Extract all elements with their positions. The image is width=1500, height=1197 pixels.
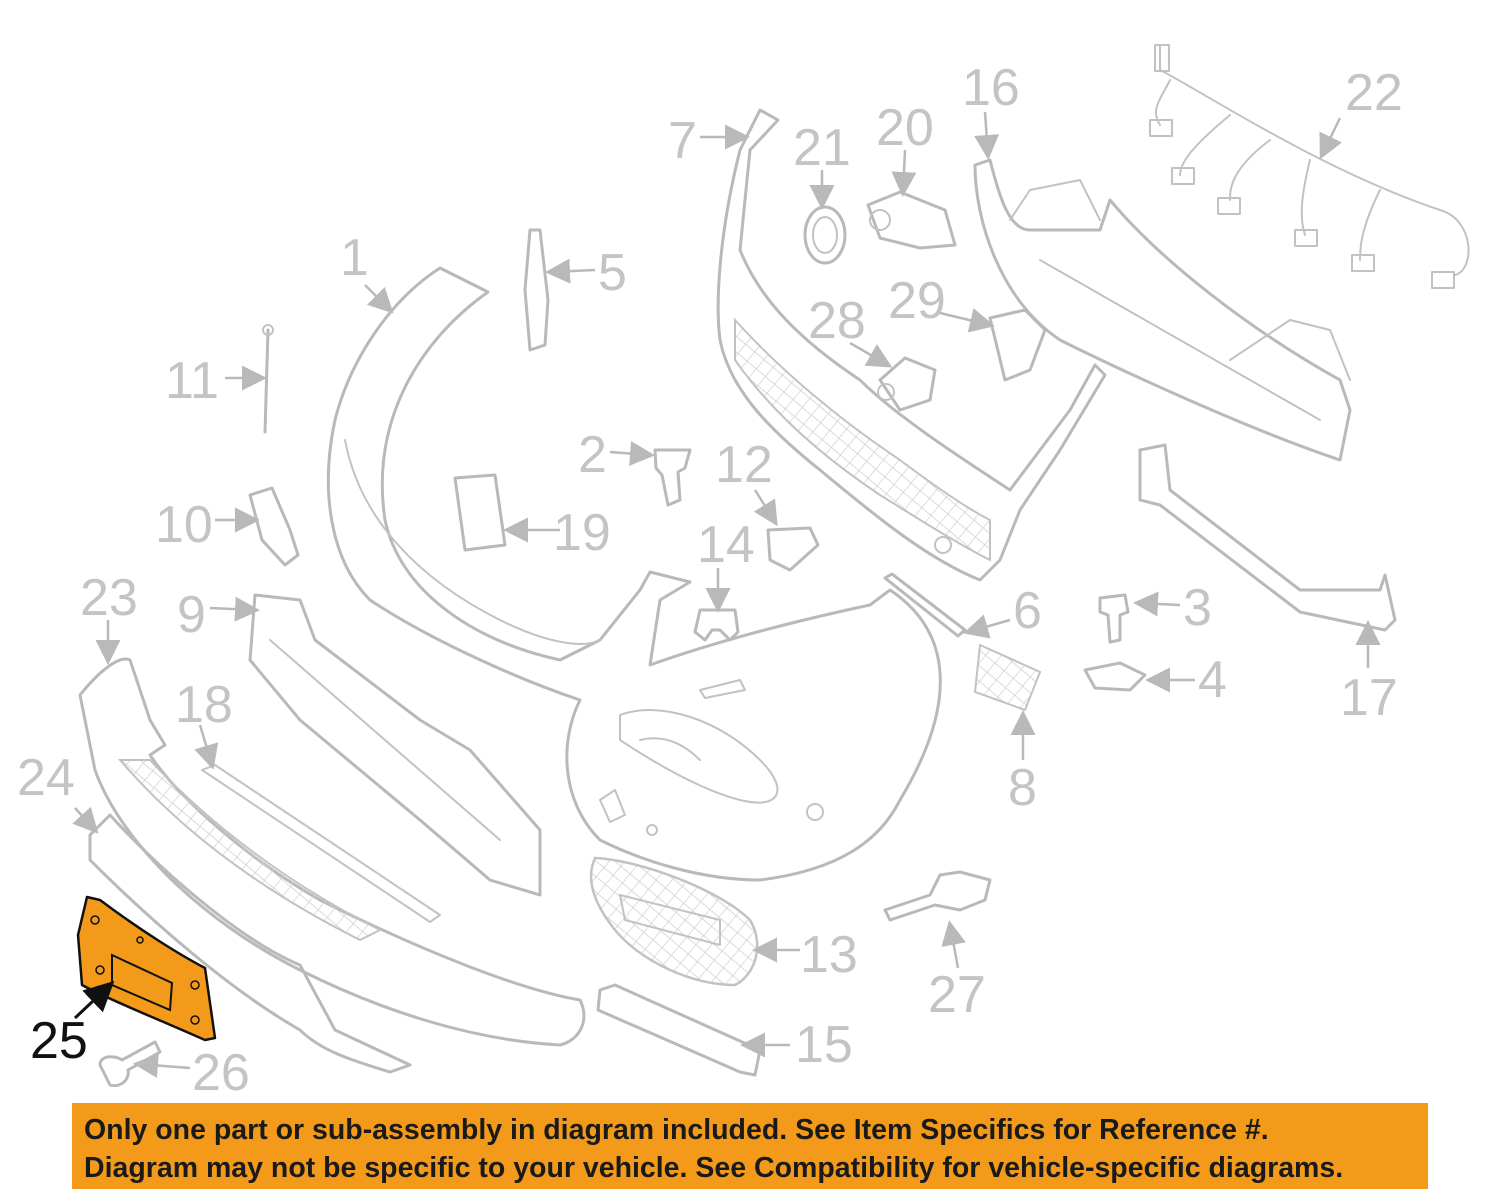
part-21-grommet (803, 205, 847, 265)
part-14-clip (693, 608, 740, 642)
callout-14: 14 (697, 516, 755, 574)
callout-4: 4 (1198, 651, 1227, 709)
part-23-lower-cover (78, 657, 586, 1047)
parts-diagram: 1 2 3 4 5 6 7 8 9 10 11 12 13 14 15 16 1… (17, 44, 1470, 1100)
part-26-bolt (98, 1040, 162, 1088)
part-9-absorber (248, 593, 542, 897)
part-17-support-bracket (1138, 443, 1397, 632)
part-16-impact-bar (973, 158, 1352, 462)
part-2-clip (653, 448, 692, 507)
callout-18: 18 (175, 676, 233, 734)
callout-16: 16 (962, 59, 1020, 117)
callout-24: 24 (17, 749, 75, 807)
part-11-rod (262, 324, 274, 434)
leader-lines (72, 111, 1381, 1078)
callout-17: 17 (1340, 669, 1398, 727)
callout-2: 2 (578, 426, 607, 484)
callout-3: 3 (1183, 579, 1212, 637)
part-12-cap (766, 526, 820, 572)
part-1-bumper-cover (326, 266, 942, 882)
part-3-bolt (1098, 593, 1130, 644)
callout-25: 25 (30, 1012, 88, 1070)
part-8-grille-insert (973, 643, 1042, 712)
callout-6: 6 (1013, 582, 1042, 640)
callout-23: 23 (80, 569, 138, 627)
part-5-bracket (523, 228, 550, 352)
callout-labels: 1 2 3 4 5 6 7 8 9 10 11 12 13 14 15 16 1… (17, 59, 1403, 1100)
callout-22: 22 (1345, 64, 1403, 122)
callout-8: 8 (1008, 759, 1037, 817)
callout-5: 5 (598, 244, 627, 302)
disclaimer-line-1: Only one part or sub-assembly in diagram… (84, 1114, 1269, 1146)
part-4-clip (1083, 661, 1147, 692)
part-22-wiring-harness (1149, 44, 1470, 289)
callout-15: 15 (795, 1016, 853, 1074)
callout-12: 12 (715, 436, 773, 494)
callout-13: 13 (800, 926, 858, 984)
callout-28: 28 (808, 292, 866, 350)
part-28-sensor (877, 356, 937, 412)
part-upper-grille-frame (716, 108, 1107, 582)
part-29-bracket (988, 308, 1047, 382)
part-15-trim-strip (596, 983, 762, 1077)
callout-1: 1 (340, 229, 369, 287)
part-20-sensor (866, 190, 957, 250)
part-13-fog-grille (589, 856, 759, 987)
part-10-bracket (248, 486, 300, 567)
callout-29: 29 (888, 272, 946, 330)
disclaimer-banner: Only one part or sub-assembly in diagram… (72, 1103, 1428, 1189)
part-24-lower-trim (88, 813, 412, 1074)
callout-9: 9 (177, 586, 206, 644)
callout-19: 19 (553, 504, 611, 562)
callout-26: 26 (192, 1044, 250, 1100)
callout-21: 21 (793, 119, 851, 177)
part-27-sensor (883, 870, 992, 922)
callout-27: 27 (928, 966, 986, 1024)
callout-11: 11 (165, 352, 219, 410)
callout-7: 7 (668, 112, 697, 170)
disclaimer-line-2: Diagram may not be specific to your vehi… (84, 1152, 1344, 1184)
callout-20: 20 (876, 99, 934, 157)
part-19-module (453, 473, 507, 552)
callout-10: 10 (155, 496, 213, 554)
part-25-license-plate-bracket (76, 895, 217, 1042)
